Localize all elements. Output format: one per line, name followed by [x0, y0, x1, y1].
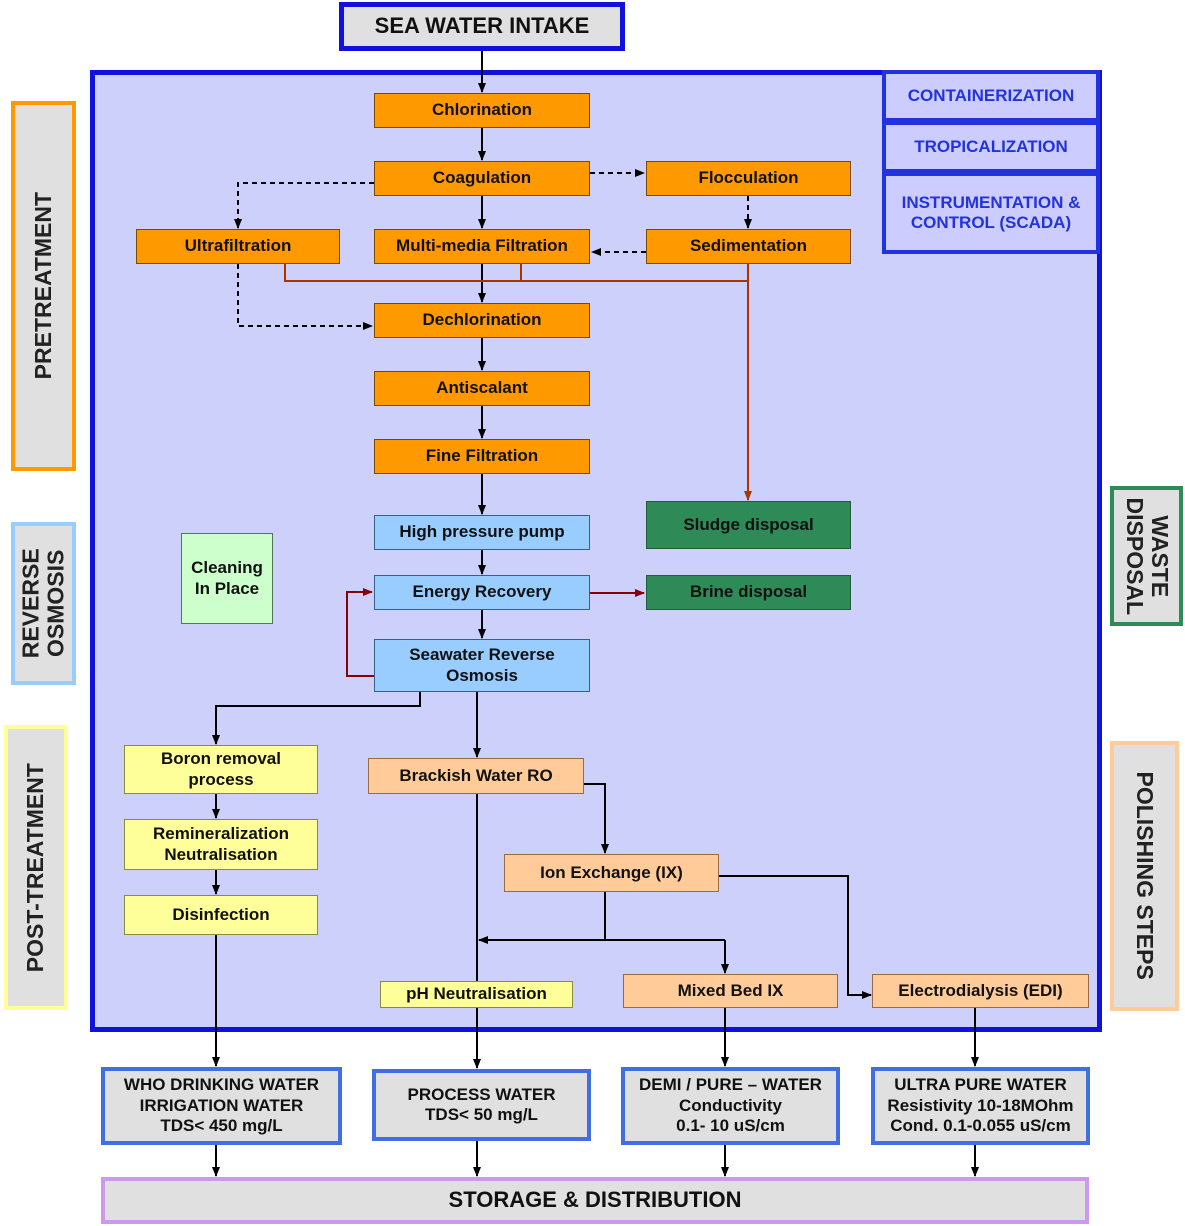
flocculation-box: Flocculation [646, 161, 851, 196]
high-pressure-pump-box: High pressure pump [374, 515, 590, 550]
tropicalization-box: TROPICALIZATION [882, 121, 1100, 173]
label-pretreatment: PRETREATMENT [11, 101, 76, 471]
recirculation-line [346, 588, 374, 677]
arrow-ix-edi [719, 875, 872, 999]
label-polishing-steps: POLISHING STEPS [1110, 741, 1179, 1011]
brackish-water-ro-box: Brackish Water RO [368, 758, 584, 794]
dash-coag-uf [234, 182, 374, 229]
sea-water-intake: SEA WATER INTAKE [339, 2, 625, 51]
fine-filtration-box: Fine Filtration [374, 439, 590, 474]
edi-box: Electrodialysis (EDI) [872, 974, 1089, 1008]
label-post-treatment: POST-TREATMENT [4, 725, 68, 1010]
antiscalant-box: Antiscalant [374, 371, 590, 406]
multimedia-filtration-box: Multi-media Filtration [374, 229, 590, 264]
disinfection-box: Disinfection [124, 895, 318, 935]
mixed-bed-ix-box: Mixed Bed IX [623, 974, 838, 1008]
ultrafiltration-box: Ultrafiltration [136, 229, 340, 264]
dechlorination-box: Dechlorination [374, 303, 590, 338]
arrow-bwro-ix [584, 783, 609, 854]
dash-uf-dechlor [237, 264, 373, 330]
instrumentation-box: INSTRUMENTATION &CONTROL (SCADA) [882, 172, 1100, 254]
ph-neutralisation-box: pH Neutralisation [380, 981, 573, 1008]
chlorination-box: Chlorination [374, 93, 590, 128]
ion-exchange-box: Ion Exchange (IX) [504, 854, 719, 892]
containerization-box: CONTAINERIZATION [882, 70, 1100, 122]
sludge-from-uf [284, 264, 748, 282]
coagulation-box: Coagulation [374, 161, 590, 196]
arrow-swro-boron [212, 692, 421, 745]
brine-disposal-box: Brine disposal [646, 575, 851, 610]
sludge-disposal-box: Sludge disposal [646, 501, 851, 549]
sedimentation-box: Sedimentation [646, 229, 851, 264]
storage-distribution: STORAGE & DISTRIBUTION [101, 1177, 1089, 1224]
energy-recovery-box: Energy Recovery [374, 575, 590, 610]
